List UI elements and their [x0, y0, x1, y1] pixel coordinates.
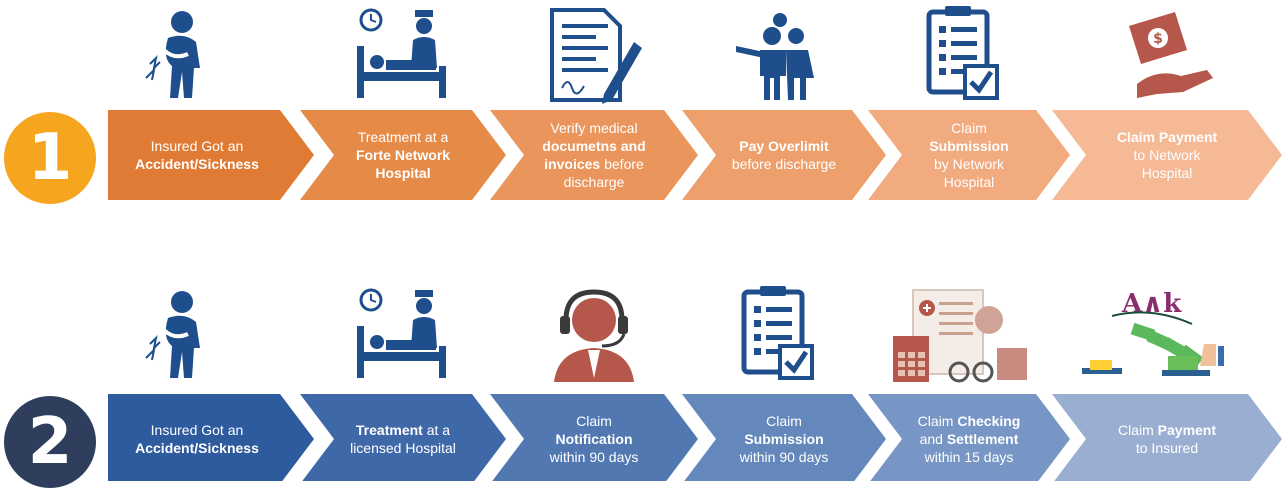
label-text: Pay Overlimit: [739, 138, 829, 154]
label-text: Accident/Sickness: [135, 156, 259, 172]
injured-person-icon: [145, 291, 200, 378]
hospital-bed-nurse-icon: [357, 8, 446, 98]
row2-step-6-arrow: [1052, 394, 1282, 481]
label-text: within 90 days: [739, 449, 829, 465]
row1-step-4-arrow: [682, 110, 886, 200]
label-text: Settlement: [946, 431, 1019, 447]
label-text: invoices: [544, 156, 601, 172]
label-text: Hospital: [943, 174, 995, 190]
label-text: documetns and: [542, 138, 646, 154]
label-text: Accident/Sickness: [135, 440, 259, 456]
label-text: Submission: [744, 431, 824, 447]
label-text: Verify medical: [550, 120, 638, 136]
row1-step-1-arrow: [108, 110, 314, 200]
label-text: to Network: [1133, 147, 1201, 163]
label-text: Checking: [957, 413, 1021, 429]
medical-bill-calculator-icon: [893, 289, 1027, 383]
label-text: Insured Got an: [150, 422, 244, 438]
label-text: Payment: [1157, 422, 1217, 438]
injured-person-icon: [145, 11, 200, 98]
label-text: Claim: [766, 413, 802, 429]
svg-text:$: $: [1153, 31, 1163, 47]
label-text: to Insured: [1135, 440, 1199, 456]
row2-step-5-arrow: [868, 394, 1070, 481]
label-text: at a: [422, 422, 451, 438]
row2-step-1-arrow: [108, 394, 314, 481]
hospital-bed-nurse-icon: [357, 288, 446, 378]
row1-step-6-arrow: [1052, 110, 1282, 200]
row1-step-1-label: Insured Got an Accident/Sickness: [114, 110, 280, 200]
label-text: within 15 days: [924, 449, 1014, 465]
row1-step-3-label: Verify medical documetns and invoices befo…: [524, 110, 664, 200]
label-text: Claim: [1117, 422, 1158, 438]
label-text: licensed Hospital: [350, 440, 456, 456]
label-text: Submission: [929, 138, 1009, 154]
step-badge-1: 1: [4, 112, 96, 204]
row2-step-4-arrow: [682, 394, 886, 481]
label-text: Claim: [951, 120, 987, 136]
label-text: Claim: [576, 413, 612, 429]
family-paying-icon: [736, 13, 814, 100]
label-text: discharge: [563, 174, 625, 190]
bank-transfer-payment-icon: A∧k: [1082, 289, 1224, 376]
label-text: Insured Got an: [150, 138, 244, 154]
row2-step-6-label: Claim Payment to Insured: [1086, 394, 1248, 484]
row2-step-5-label: Claim Checking and Settlement within 15 da…: [902, 394, 1036, 484]
label-text: before discharge: [731, 156, 837, 172]
label-text: before: [600, 156, 644, 172]
hand-receiving-money-icon: $: [1129, 12, 1213, 98]
label-text: Claim Payment: [1116, 129, 1218, 145]
call-center-agent-icon: [554, 289, 634, 382]
row2-step-1-label: Insured Got an Accident/Sickness: [114, 394, 280, 484]
label-text: Treatment: [355, 422, 423, 438]
label-text: Notification: [555, 431, 633, 447]
label-text: within 90 days: [549, 449, 639, 465]
label-text: and: [919, 431, 947, 447]
label-text: Treatment at a: [357, 129, 449, 145]
label-text: Forte Network: [355, 147, 451, 163]
label-text: Hospital: [375, 165, 431, 181]
svg-text:A∧k: A∧k: [1121, 289, 1182, 319]
row1-step-5-arrow: [868, 110, 1070, 200]
step-badge-2: 2: [4, 396, 96, 488]
label-text: by Network: [933, 156, 1004, 172]
label-text: Hospital: [1141, 165, 1193, 181]
row2-step-3-arrow: [490, 394, 698, 481]
signed-document-icon: [550, 8, 642, 104]
row1-step-3-arrow: [490, 110, 698, 200]
row2-step-2-arrow: [300, 394, 506, 481]
row2-step-2-label: Treatment at a licensed Hospital: [334, 394, 472, 484]
checklist-clipboard-icon: [741, 286, 814, 380]
label-text: Claim: [917, 413, 958, 429]
row1-step-4-label: Pay Overlimit before discharge: [716, 110, 852, 200]
row1-step-2-arrow: [300, 110, 506, 200]
checklist-clipboard-icon: [926, 6, 999, 100]
